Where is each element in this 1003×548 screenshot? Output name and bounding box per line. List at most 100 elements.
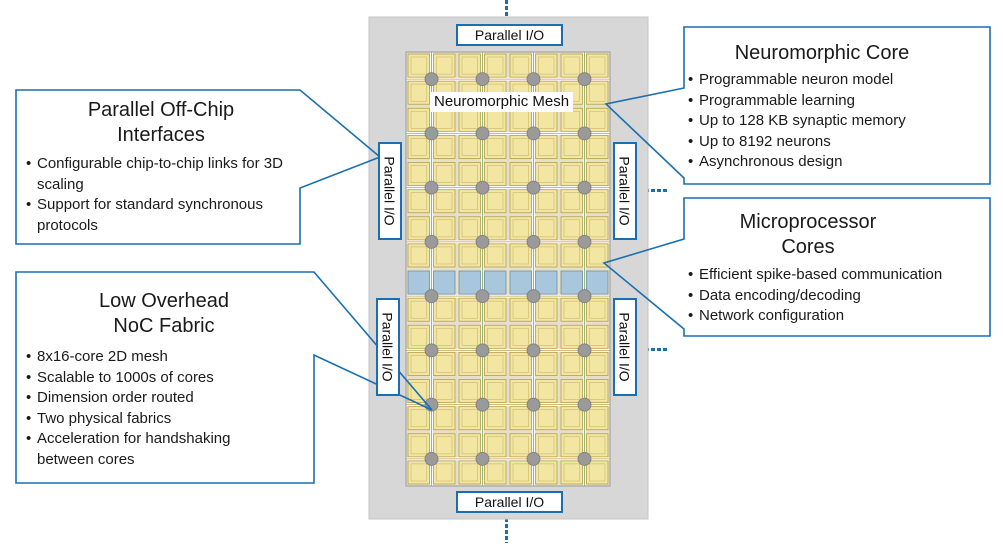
router-node bbox=[475, 343, 490, 358]
core-tile-inner bbox=[589, 436, 606, 455]
neuromorphic-core-tile bbox=[535, 433, 558, 458]
connector-dot bbox=[663, 348, 667, 351]
core-tile-inner bbox=[410, 355, 427, 373]
core-tile-inner bbox=[487, 463, 504, 482]
core-tile-inner bbox=[487, 192, 504, 211]
connector-dot bbox=[651, 348, 655, 351]
neuromorphic-core-tile bbox=[509, 216, 532, 241]
noc-title-line2: NoC Fabric bbox=[113, 315, 215, 337]
neuromorphic-core-tile bbox=[586, 297, 609, 322]
core-tile-inner bbox=[563, 165, 580, 183]
neuromorphic-core-tile bbox=[484, 351, 507, 376]
neuromorphic-core-tile bbox=[407, 297, 430, 322]
neuromorphic-core-tile bbox=[560, 134, 583, 159]
core-tile-inner bbox=[589, 246, 606, 265]
router-node bbox=[475, 126, 490, 141]
neuromorphic-core-tile bbox=[560, 324, 583, 349]
neuromorphic-core-tile bbox=[535, 460, 558, 485]
neuromorphic-core-tile bbox=[560, 189, 583, 214]
neuromorphic-core-tile bbox=[586, 351, 609, 376]
core-tile-inner bbox=[538, 165, 555, 183]
core-tile-inner bbox=[487, 327, 504, 346]
core-tile-inner bbox=[538, 463, 555, 482]
connector-dot bbox=[505, 12, 508, 16]
neuromorphic-core-tile bbox=[484, 297, 507, 322]
neuromorphic-core-tile bbox=[560, 460, 583, 485]
core-tile-inner bbox=[589, 110, 606, 129]
microprocessor-cores-callout: Microprocessor Cores Efficient spike-bas… bbox=[688, 210, 988, 327]
core-tile-inner bbox=[512, 300, 529, 319]
neuro-core-bullet: Up to 128 KB synaptic memory bbox=[688, 111, 978, 132]
neuromorphic-core-tile bbox=[433, 324, 456, 349]
core-tile-inner bbox=[461, 192, 478, 211]
noc-bullet: Acceleration for handshaking between cor… bbox=[26, 429, 276, 470]
neuromorphic-core-tile bbox=[535, 351, 558, 376]
core-tile-inner bbox=[410, 138, 427, 156]
router-node bbox=[577, 343, 592, 358]
core-tile-inner bbox=[487, 436, 504, 455]
off-chip-title-line1: Parallel Off-Chip bbox=[87, 99, 235, 121]
mesh-border bbox=[405, 51, 611, 487]
neuromorphic-core-tile bbox=[509, 324, 532, 349]
core-tile-inner bbox=[538, 192, 555, 211]
noc-bullets: 8x16-core 2D mesh Scalable to 1000s of c… bbox=[26, 347, 276, 471]
core-tile-inner bbox=[538, 138, 555, 156]
core-tile-inner bbox=[512, 165, 529, 183]
neuromorphic-core-tile bbox=[509, 351, 532, 376]
neuromorphic-core-tile bbox=[484, 134, 507, 159]
router-node bbox=[577, 126, 592, 141]
core-tile-inner bbox=[589, 219, 606, 238]
neuromorphic-core-tile bbox=[535, 243, 558, 268]
core-tile-inner bbox=[563, 409, 580, 428]
core-tile-inner bbox=[563, 327, 580, 346]
core-tile-inner bbox=[461, 382, 478, 400]
neuromorphic-core-tile bbox=[535, 162, 558, 187]
neuromorphic-core-tile bbox=[433, 433, 456, 458]
neuromorphic-core-tile bbox=[433, 216, 456, 241]
core-tile-inner bbox=[563, 355, 580, 373]
neuromorphic-core-callout: Neuromorphic Core Programmable neuron mo… bbox=[688, 41, 978, 173]
neuromorphic-core-tile bbox=[586, 216, 609, 241]
neuromorphic-core-tile bbox=[484, 53, 507, 78]
parallel-io-left-upper: Parallel I/O bbox=[378, 142, 402, 240]
core-tile-inner bbox=[512, 192, 529, 211]
neuromorphic-core-tile bbox=[586, 80, 609, 105]
core-tile-inner bbox=[563, 463, 580, 482]
connector-dot bbox=[505, 0, 508, 4]
core-tile-inner bbox=[487, 382, 504, 400]
noc-bullet: Scalable to 1000s of cores bbox=[26, 368, 276, 389]
core-tile-inner bbox=[410, 110, 427, 129]
micro-bullet: Data encoding/decoding bbox=[688, 286, 988, 307]
neuromorphic-core-tile bbox=[407, 216, 430, 241]
neuromorphic-core-tile bbox=[509, 134, 532, 159]
neuromorphic-core-tile bbox=[484, 406, 507, 431]
off-chip-bullet: Configurable chip-to-chip links for 3D s… bbox=[26, 154, 288, 195]
parallel-io-bottom-text: Parallel I/O bbox=[474, 494, 545, 510]
neuromorphic-core-tile bbox=[407, 243, 430, 268]
microprocessor-core-tile bbox=[509, 270, 532, 295]
neuromorphic-mesh-label: Neuromorphic Mesh bbox=[430, 92, 574, 112]
neuromorphic-core-tile bbox=[586, 379, 609, 404]
core-tile-inner bbox=[512, 409, 529, 428]
core-tile-inner bbox=[538, 382, 555, 400]
parallel-io-right-upper-text: Parallel I/O bbox=[617, 156, 633, 226]
neuromorphic-core-tile bbox=[407, 107, 430, 132]
core-tile-inner bbox=[512, 463, 529, 482]
neuromorphic-core-tile bbox=[560, 216, 583, 241]
microprocessor-core-tile bbox=[484, 270, 507, 295]
off-chip-bullet: Support for standard synchronous protoco… bbox=[26, 195, 288, 236]
connector-dot bbox=[505, 6, 508, 10]
core-tile-inner bbox=[436, 300, 453, 319]
neuromorphic-core-tile bbox=[458, 162, 481, 187]
neuromorphic-core-tile bbox=[535, 216, 558, 241]
core-tile-inner bbox=[487, 219, 504, 238]
microprocessor-cores-bullets: Efficient spike-based communication Data… bbox=[688, 265, 988, 327]
neuromorphic-core-tile bbox=[586, 433, 609, 458]
neuro-core-bullet: Programmable learning bbox=[688, 91, 978, 112]
core-tile-inner bbox=[487, 56, 504, 75]
neuromorphic-core-tile bbox=[535, 379, 558, 404]
neuromorphic-core-tile bbox=[407, 189, 430, 214]
neuromorphic-core-tile bbox=[458, 460, 481, 485]
neuromorphic-core-tile bbox=[458, 379, 481, 404]
neuromorphic-core-tile bbox=[458, 324, 481, 349]
